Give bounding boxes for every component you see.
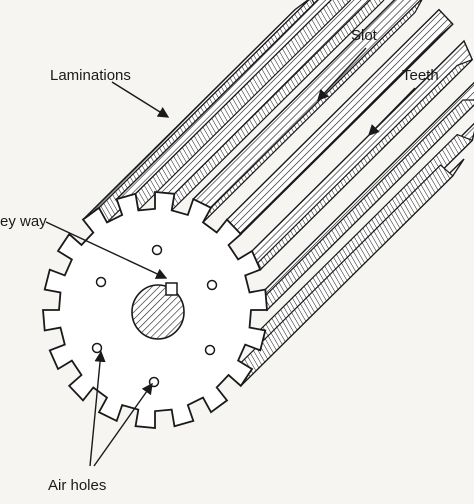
air-hole <box>206 279 218 291</box>
laminations-label: Laminations <box>50 67 131 84</box>
air-holes-leader-line-2 <box>93 382 153 467</box>
slot-leader-line <box>317 47 367 102</box>
front-lamination-face <box>42 191 268 429</box>
laminations-leader-line <box>111 81 170 118</box>
teeth-leader-line <box>368 87 416 137</box>
air-hole <box>95 276 107 288</box>
air-hole <box>91 342 103 354</box>
shaft-section <box>131 284 185 340</box>
air-holes-leader-line-1 <box>89 350 106 467</box>
lamination-stack <box>82 0 474 387</box>
air-holes-label: Air holes <box>48 477 107 494</box>
air-hole <box>204 344 216 356</box>
slot-label: Slot <box>351 27 377 44</box>
key-way-leader-line <box>45 221 168 279</box>
key-way <box>165 282 178 296</box>
air-hole <box>151 244 163 256</box>
key-way-label: ey way <box>0 213 47 230</box>
teeth-label: Teeth <box>402 67 439 84</box>
shaft <box>131 282 185 340</box>
